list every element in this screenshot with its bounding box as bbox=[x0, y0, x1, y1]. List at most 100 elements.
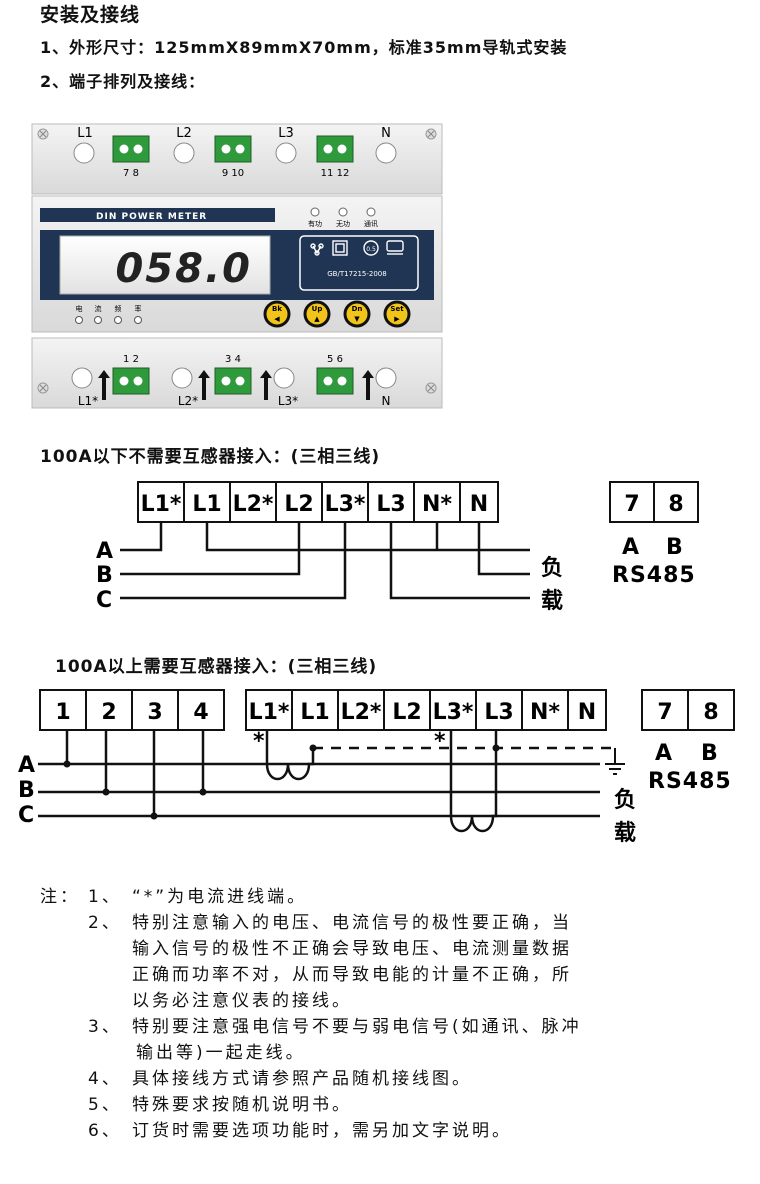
note-num: 2、 bbox=[88, 913, 122, 933]
key-up-icon: ▲ bbox=[314, 315, 320, 323]
d2-rs485: RS485 bbox=[648, 769, 732, 794]
green-terminal-top-1 bbox=[112, 135, 150, 163]
d2-comm-terminal-7: 7 bbox=[657, 700, 672, 725]
lcd-screen bbox=[59, 235, 271, 295]
bottom-label-l2: L2* bbox=[178, 394, 198, 408]
d1-wires bbox=[120, 522, 530, 600]
green-terminal-bottom-3 bbox=[316, 367, 354, 395]
wiring-diagram-ct: 1 2 3 4 L1* L1 L2* L2 L3* L3 N* N 7 8 * … bbox=[18, 689, 735, 846]
d2-voltage-terminal-1: 1 bbox=[55, 700, 70, 725]
note-line: “*”为电流进线端。 bbox=[132, 887, 308, 907]
d1-comm-a: A bbox=[622, 535, 639, 560]
d2-terminal-l2: L2 bbox=[392, 700, 421, 725]
d2-terminal-n-star: N* bbox=[530, 700, 560, 725]
d1-comm-terminal-7: 7 bbox=[624, 492, 639, 517]
note-line: 特殊要求按随机说明书。 bbox=[132, 1095, 352, 1115]
note-line: 具体接线方式请参照产品随机接线图。 bbox=[132, 1069, 472, 1089]
key-up[interactable]: Up ▲ bbox=[303, 300, 331, 328]
d1-terminal-l1-star: L1* bbox=[141, 492, 182, 517]
key-dn-label: Dn bbox=[352, 305, 363, 313]
d2-wires bbox=[38, 730, 600, 833]
key-set[interactable]: Set ▶ bbox=[383, 300, 411, 328]
standard-label: GB/T17215-2008 bbox=[327, 270, 386, 278]
section-title: 安装及接线 bbox=[40, 4, 141, 26]
green-terminal-bottom-1 bbox=[112, 367, 150, 395]
terminal-hole bbox=[375, 142, 397, 164]
indicator-label: 无功 bbox=[336, 219, 350, 228]
d2-terminal-n: N bbox=[578, 700, 596, 725]
d1-terminal-l2: L2 bbox=[284, 492, 313, 517]
note-line: 以务必注意仪表的接线。 bbox=[132, 991, 352, 1011]
terminal-hole bbox=[275, 142, 297, 164]
d2-terminal-l3-star: L3* bbox=[433, 700, 474, 725]
indicator-leds bbox=[310, 207, 376, 217]
key-bk-label: Bk bbox=[272, 305, 282, 313]
ground-icon bbox=[605, 748, 625, 775]
meter-illustration: L1 L2 L3 N 7 8 9 10 11 12 DIN POWER METE… bbox=[31, 123, 443, 409]
note-num: 3、 bbox=[88, 1017, 122, 1037]
bottom-screws bbox=[37, 382, 437, 394]
terminal-hole bbox=[273, 367, 295, 389]
key-bk-icon: ◀ bbox=[274, 315, 280, 323]
dimension-line: 1、外形尺寸：125mmX89mmX70mm，标准35mm导轨式安装 bbox=[40, 38, 568, 57]
green-terminal-top-2 bbox=[214, 135, 252, 163]
d2-phase-b: B bbox=[18, 778, 35, 803]
status-led-label: 流 bbox=[95, 304, 102, 313]
note-item-5: 5、 特殊要求按随机说明书。 bbox=[40, 1092, 750, 1118]
status-led-label: 电 bbox=[76, 304, 83, 313]
info-plate bbox=[299, 235, 419, 291]
terminal-hole bbox=[171, 367, 193, 389]
d1-phase-c: C bbox=[96, 588, 112, 613]
top-label-l1: L1 bbox=[77, 126, 93, 141]
diagram1-title: 100A以下不需要互感器接入：(三相三线) bbox=[40, 447, 381, 467]
d1-terminal-l2-star: L2* bbox=[233, 492, 274, 517]
brand-strip bbox=[40, 208, 275, 222]
d2-terminal-l1-star: L1* bbox=[249, 700, 290, 725]
note-line: 订货时需要选项功能时，需另加文字说明。 bbox=[132, 1121, 512, 1141]
d2-voltage-terminal-4: 4 bbox=[193, 700, 208, 725]
d2-terminal-l3: L3 bbox=[484, 700, 513, 725]
d1-terminal-n-star: N* bbox=[422, 492, 452, 517]
d2-load-2: 载 bbox=[614, 820, 636, 846]
d2-comm-terminal-8: 8 bbox=[703, 700, 718, 725]
d2-terminal-l1: L1 bbox=[300, 700, 329, 725]
terminal-number: 9 10 bbox=[222, 168, 244, 179]
class-mark: 0.5 bbox=[366, 246, 376, 253]
note-item-2: 2、 特别注意输入的电压、电流信号的极性要正确，当 输入信号的极性不正确会导致电… bbox=[40, 910, 750, 1014]
d2-phase-c: C bbox=[18, 803, 34, 828]
key-dn[interactable]: Dn ▼ bbox=[343, 300, 371, 328]
status-led-label: 率 bbox=[135, 304, 142, 313]
terminal-hole bbox=[73, 142, 95, 164]
indicator-label: 有功 bbox=[308, 219, 322, 228]
terminal-number: 7 8 bbox=[123, 168, 139, 179]
indicator-label: 通讯 bbox=[364, 219, 378, 228]
d1-comm-b: B bbox=[666, 535, 683, 560]
notes-prefix: 注： bbox=[40, 887, 80, 907]
status-led-label: 频 bbox=[115, 304, 122, 313]
top-label-l3: L3 bbox=[278, 126, 294, 141]
diagram2-title: 100A以上需要互感器接入：(三相三线) bbox=[55, 657, 378, 677]
bottom-label-n: N bbox=[382, 394, 391, 408]
note-item-1: 注： 1、 “*”为电流进线端。 bbox=[40, 884, 750, 910]
note-line: 正确而功率不对，从而导致电能的计量不正确，所 bbox=[132, 965, 572, 985]
d2-comm-a: A bbox=[655, 741, 672, 766]
approval-icons bbox=[310, 240, 404, 256]
d1-terminal-l1: L1 bbox=[192, 492, 221, 517]
d1-terminal-l3-star: L3* bbox=[325, 492, 366, 517]
key-bk[interactable]: Bk ◀ bbox=[263, 300, 291, 328]
terminal-number: 3 4 bbox=[225, 354, 241, 365]
d2-terminal-l2-star: L2* bbox=[341, 700, 382, 725]
terminal-number: 5 6 bbox=[327, 354, 343, 365]
key-set-label: Set bbox=[390, 305, 404, 313]
wiring-diagram-direct: L1* L1 L2* L2 L3* L3 N* N 7 8 A B C 负 载 … bbox=[96, 481, 699, 614]
top-screws bbox=[37, 128, 437, 140]
bottom-label-l3: L3* bbox=[278, 394, 298, 408]
terminal-hole bbox=[375, 367, 397, 389]
note-item-6: 6、 订货时需要选项功能时，需另加文字说明。 bbox=[40, 1118, 750, 1144]
note-num: 4、 bbox=[88, 1069, 122, 1089]
status-leds bbox=[75, 316, 142, 324]
d1-terminal-l3: L3 bbox=[376, 492, 405, 517]
terminal-arrangement-line: 2、端子排列及接线： bbox=[40, 72, 206, 91]
d2-phase-a: A bbox=[18, 753, 35, 778]
terminal-number: 11 12 bbox=[321, 168, 350, 179]
